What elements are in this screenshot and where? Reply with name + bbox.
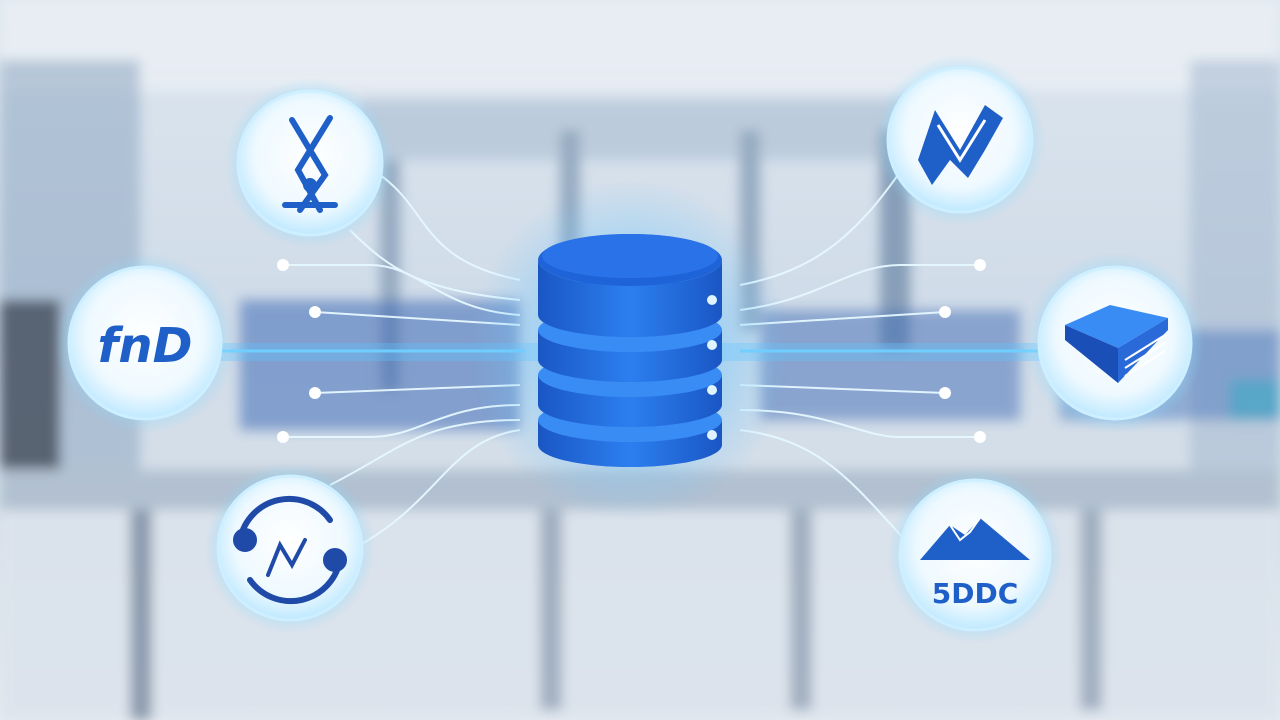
node-bottom-left xyxy=(205,463,375,633)
m-mountain-logo-icon xyxy=(918,105,1003,185)
compass-x-logo-icon xyxy=(282,115,338,213)
database-hub xyxy=(470,180,790,520)
node-mid-left: fnD xyxy=(55,253,235,433)
chevron-box-logo-icon xyxy=(1065,305,1168,383)
node-top-left xyxy=(225,78,395,248)
node-bottom-right: 5DDC xyxy=(887,467,1063,643)
fnd-logo-text: fnD xyxy=(98,318,193,374)
database-cylinder-icon xyxy=(538,234,722,467)
fnd-logo-icon: fnD xyxy=(98,318,193,374)
circular-arrows-logo-icon xyxy=(233,495,347,605)
node-mid-right xyxy=(1025,253,1205,433)
connector-dots xyxy=(277,259,986,443)
mountain-logo-text: 5DDC xyxy=(932,577,1019,610)
node-top-right xyxy=(875,55,1045,225)
mountain-logo-icon: 5DDC xyxy=(920,517,1030,610)
